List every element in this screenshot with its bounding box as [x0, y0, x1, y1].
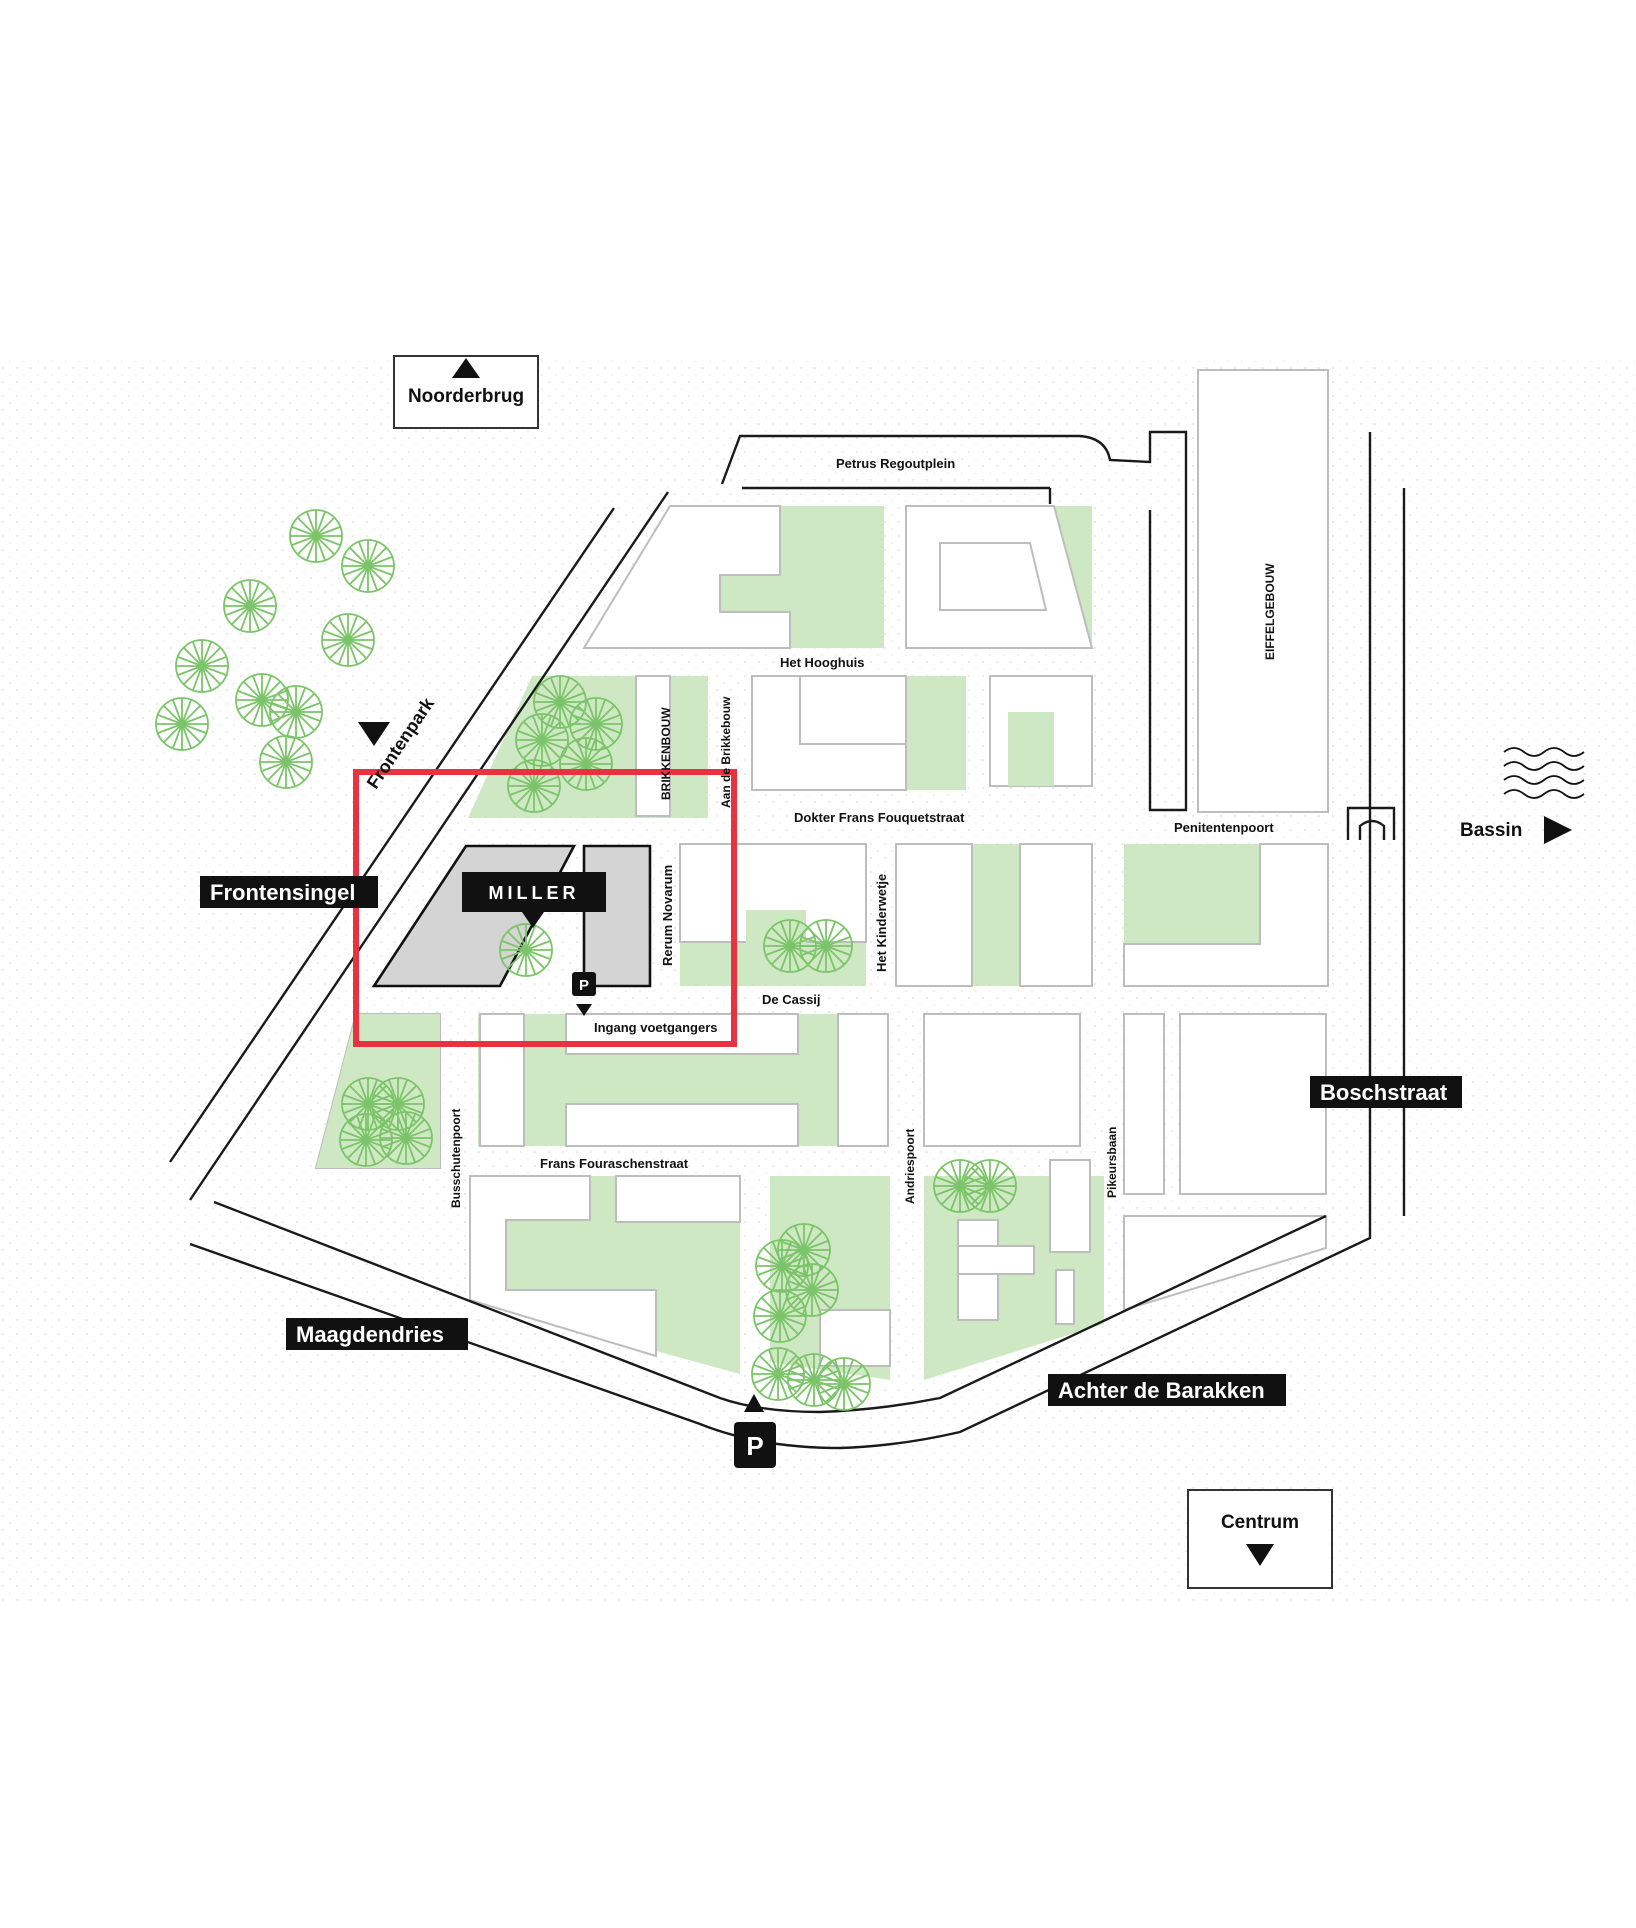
street-het-kinderwetje: Het Kinderwetje — [874, 874, 889, 972]
street-penitentenpoort: Penitentenpoort — [1174, 820, 1274, 835]
miller-marker[interactable]: MILLER — [462, 872, 606, 972]
street-aan-de-brikkebouw: Aan de Brikkebouw — [719, 696, 733, 808]
street-busschutenpoort: Busschutenpoort — [449, 1109, 463, 1208]
direction-centrum[interactable]: Centrum — [1187, 1489, 1333, 1589]
label-achter-de-barakken: Achter de Barakken — [1048, 1374, 1286, 1406]
street-rerum-novarum: Rerum Novarum — [660, 865, 675, 966]
roads — [169, 430, 1406, 1450]
label-maagdendries: Maagdendries — [286, 1318, 468, 1350]
parking-small[interactable]: P — [572, 972, 596, 1016]
street-brikkenbouw: BRIKKENBOUW — [659, 707, 673, 800]
frontenpark-arrow-icon — [358, 722, 390, 746]
label-achter-de-barakken-text: Achter de Barakken — [1058, 1378, 1265, 1403]
label-boschstraat-text: Boschstraat — [1320, 1080, 1448, 1105]
direction-noorderbrug-label: Noorderbrug — [408, 386, 524, 407]
water-icon — [1503, 747, 1585, 799]
direction-centrum-label: Centrum — [1221, 1512, 1299, 1533]
street-pikeursbaan: Pikeursbaan — [1105, 1127, 1119, 1198]
street-ingang-voetgangers: Ingang voetgangers — [594, 1020, 718, 1035]
street-andriespoort: Andriespoort — [903, 1129, 917, 1204]
parking-small-label: P — [579, 977, 589, 994]
miller-logo: MILLER — [489, 883, 580, 903]
street-het-hooghuis: Het Hooghuis — [780, 655, 865, 670]
street-de-cassij: De Cassij — [762, 992, 821, 1007]
direction-bassin[interactable]: Bassin — [1460, 747, 1585, 844]
label-frontensingel: Frontensingel — [200, 876, 378, 908]
direction-bassin-label: Bassin — [1460, 820, 1522, 841]
direction-noorderbrug[interactable]: Noorderbrug — [393, 355, 539, 429]
label-maagdendries-text: Maagdendries — [296, 1322, 444, 1347]
street-eiffelgebouw: EIFFELGEBOUW — [1263, 563, 1277, 660]
street-dokter-frans-fouquetstraat: Dokter Frans Fouquetstraat — [794, 810, 965, 825]
street-frans-fouraschenstraat: Frans Fouraschenstraat — [540, 1156, 689, 1171]
label-boschstraat: Boschstraat — [1310, 1076, 1462, 1108]
street-petrus-regoutplein: Petrus Regoutplein — [836, 456, 955, 471]
parking-large[interactable]: P — [734, 1394, 776, 1468]
label-frontensingel-text: Frontensingel — [210, 880, 355, 905]
parking-large-label: P — [746, 1431, 763, 1461]
